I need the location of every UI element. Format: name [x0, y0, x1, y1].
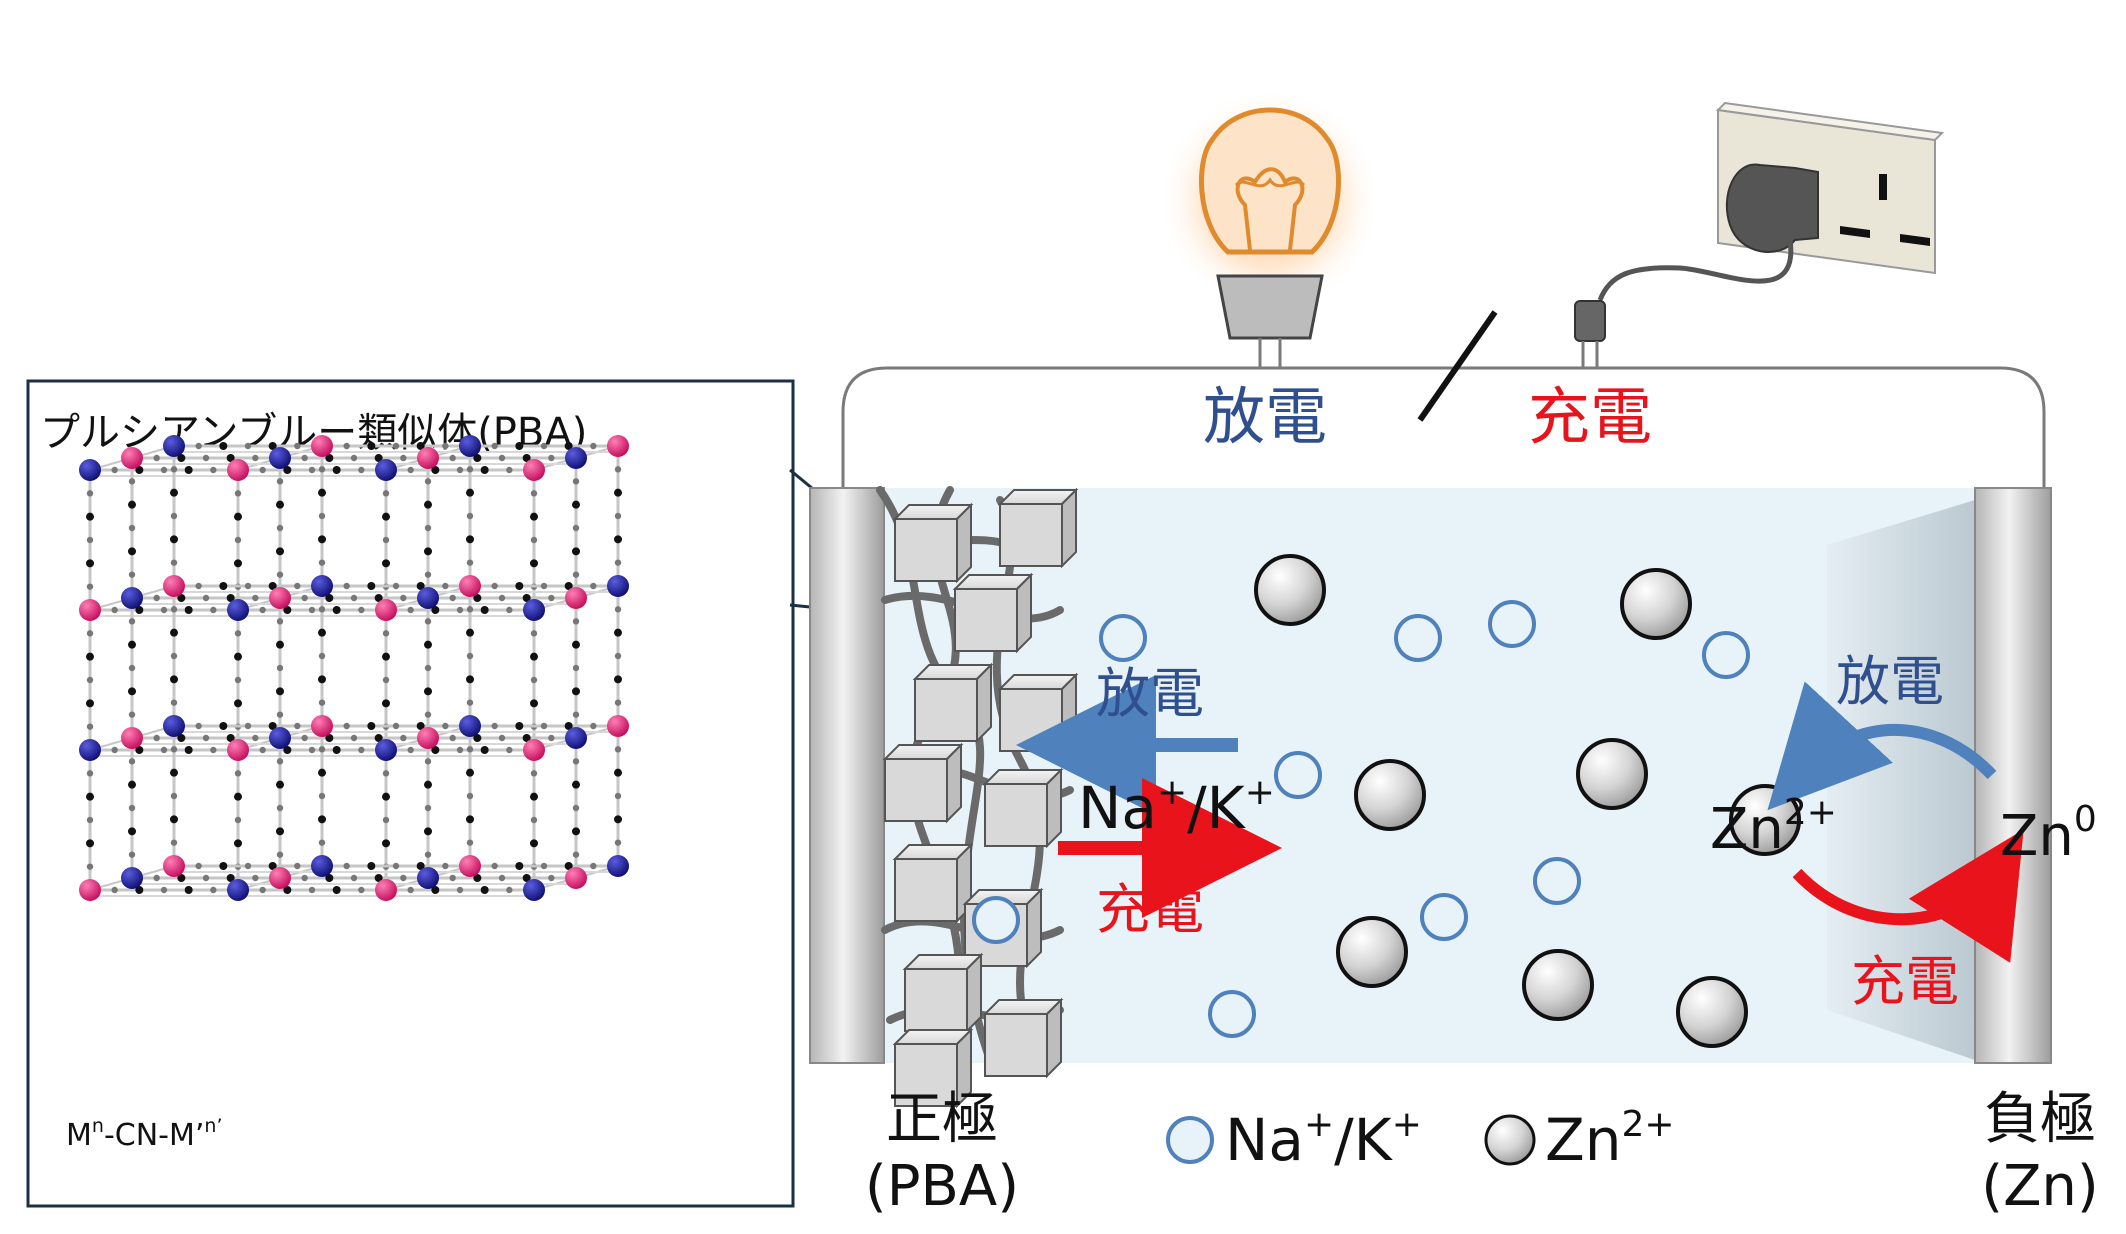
- pba-lattice-structure: [79, 435, 629, 901]
- zn-metal-label: Zn0: [2000, 799, 2097, 869]
- light-bulb-icon: [1158, 88, 1382, 368]
- zn-ion: [1336, 916, 1408, 988]
- na-ion: [1394, 614, 1442, 662]
- na-ion: [1208, 990, 1256, 1038]
- zn-ion: [1254, 554, 1326, 626]
- na-ion: [1274, 751, 1322, 799]
- zn-ion: [1620, 568, 1692, 640]
- zn-ion: [1354, 759, 1426, 831]
- pba-panel-border: [26, 379, 795, 1208]
- anode-charge-label: 充電: [1851, 950, 1959, 1013]
- na-ion: [1420, 893, 1468, 941]
- legend: Na+/K+ Zn2+: [1166, 1104, 1675, 1174]
- na-ion: [972, 896, 1020, 944]
- anode-label-line1: 負極: [1984, 1087, 2096, 1152]
- cathode-label-line2: (PBA): [865, 1154, 1019, 1219]
- cathode-label-line1: 正極: [886, 1087, 998, 1152]
- cathode-arrows: [1016, 675, 1282, 918]
- ions: [972, 554, 1801, 1048]
- circuit-discharge-label: 放電: [1203, 380, 1327, 453]
- pba-particles: [882, 487, 1079, 1109]
- ion-label: Na+/K+: [1078, 772, 1275, 842]
- external-circuit: [841, 310, 2046, 488]
- anode-arrows: [1767, 681, 2024, 963]
- zn-ion: [1522, 949, 1594, 1021]
- pba-panel: プルシアンブルー類似体(PBA) Mn-CN-M’n’: [26, 379, 795, 1208]
- pba-formula: Mn-CN-M’n’: [66, 1115, 223, 1153]
- zn-ion-label: Zn2+: [1710, 792, 1837, 862]
- cathode-plate: [809, 487, 885, 1064]
- anode-label-line2: (Zn): [1981, 1154, 2099, 1219]
- anode-charge-arrow: [1792, 829, 2024, 963]
- na-ion: [1488, 600, 1536, 648]
- na-ion: [1099, 614, 1147, 662]
- zn-ion: [1676, 976, 1748, 1048]
- na-ion: [1702, 631, 1750, 679]
- anode-discharge-arrow: [1767, 681, 1997, 811]
- wall-socket-plug-icon: [1574, 101, 1945, 368]
- cathode-charge-label: 充電: [1096, 878, 1204, 941]
- switch-slash: [1417, 310, 1498, 422]
- anode-discharge-label: 放電: [1836, 650, 1944, 713]
- circuit-wire: [841, 366, 2046, 488]
- battery-cell: [809, 486, 2052, 1109]
- legend-na-icon: [1166, 1116, 1214, 1164]
- cathode-discharge-label: 放電: [1096, 662, 1204, 725]
- legend-zn-icon: [1484, 1114, 1536, 1166]
- legend-na-label: Na+/K+: [1225, 1104, 1422, 1174]
- circuit-charge-label: 充電: [1528, 380, 1652, 453]
- zn-ion: [1576, 738, 1648, 810]
- na-ion: [1533, 857, 1581, 905]
- legend-zn-label: Zn2+: [1545, 1104, 1675, 1174]
